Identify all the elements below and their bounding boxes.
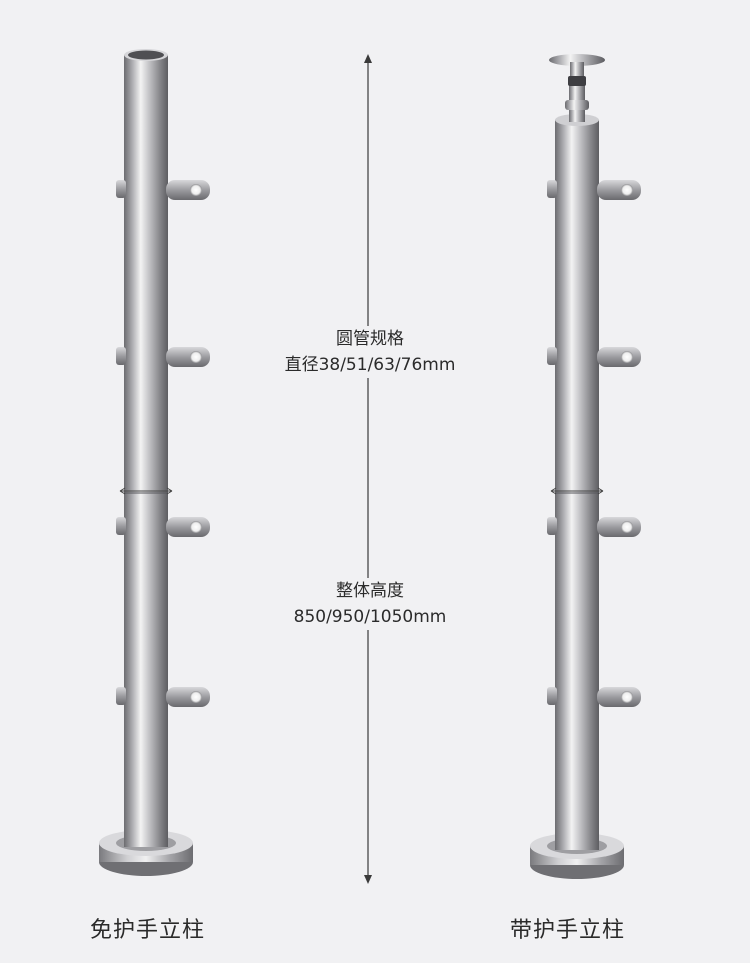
diameter-spec: 圆管规格 直径38/51/63/76mm xyxy=(250,326,490,378)
height-dimension-line xyxy=(364,54,372,884)
post-with-handrail xyxy=(530,54,641,879)
caption-post-with-handrail: 带护手立柱 xyxy=(510,918,626,943)
post-without-handrail xyxy=(99,49,210,876)
caption-post-without-handrail: 免护手立柱 xyxy=(90,918,206,943)
height-spec-title: 整体高度 xyxy=(336,581,404,601)
diameter-spec-value: 直径38/51/63/76mm xyxy=(284,355,456,375)
height-spec-value: 850/950/1050mm xyxy=(293,607,447,627)
diameter-spec-title: 圆管规格 xyxy=(336,329,404,349)
height-spec: 整体高度 850/950/1050mm xyxy=(250,578,490,630)
